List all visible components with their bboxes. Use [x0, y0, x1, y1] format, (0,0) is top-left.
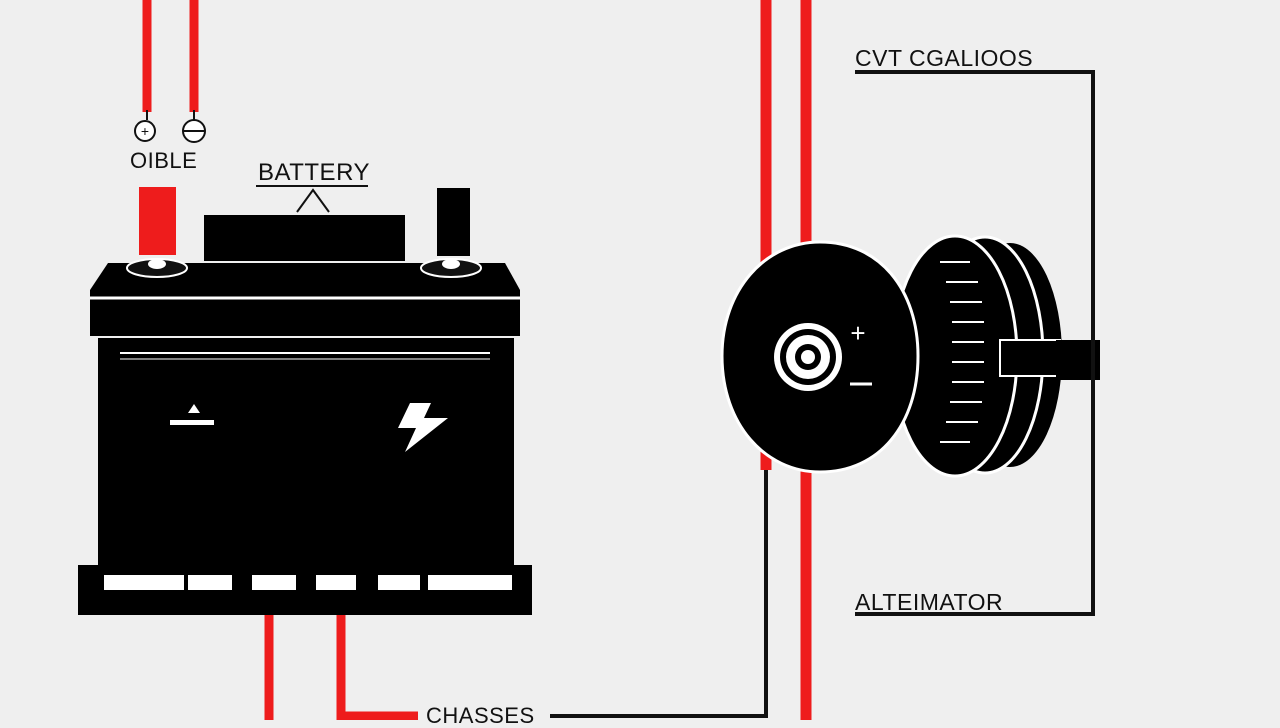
battery-positive-post	[139, 187, 176, 255]
top-cable-wires	[142, 0, 199, 120]
alternator-label: ALTEIMATOR	[855, 589, 1004, 615]
battery-body	[98, 338, 514, 570]
battery-label-pointer	[296, 188, 330, 213]
chassis-label: CHASSES	[426, 703, 535, 728]
negative-terminal-symbol	[182, 119, 206, 143]
positive-sign: +	[141, 123, 149, 139]
chassis-wires	[264, 452, 768, 721]
cable-label: OIBLE	[130, 148, 198, 173]
battery-cap	[204, 215, 405, 261]
battery-icon	[78, 187, 532, 615]
cvt-label: CVT CGALIOOS	[855, 45, 1034, 71]
positive-terminal-symbol: +	[134, 120, 156, 142]
alternator-icon: +	[720, 234, 1100, 478]
label-bracket	[855, 70, 1095, 616]
battery-minus-marker	[188, 404, 200, 413]
battery-negative-post	[437, 188, 470, 256]
lightning-bolt-icon	[398, 403, 448, 452]
battery-label: BATTERY	[258, 159, 370, 186]
alternator-positive-sign: +	[850, 318, 865, 348]
